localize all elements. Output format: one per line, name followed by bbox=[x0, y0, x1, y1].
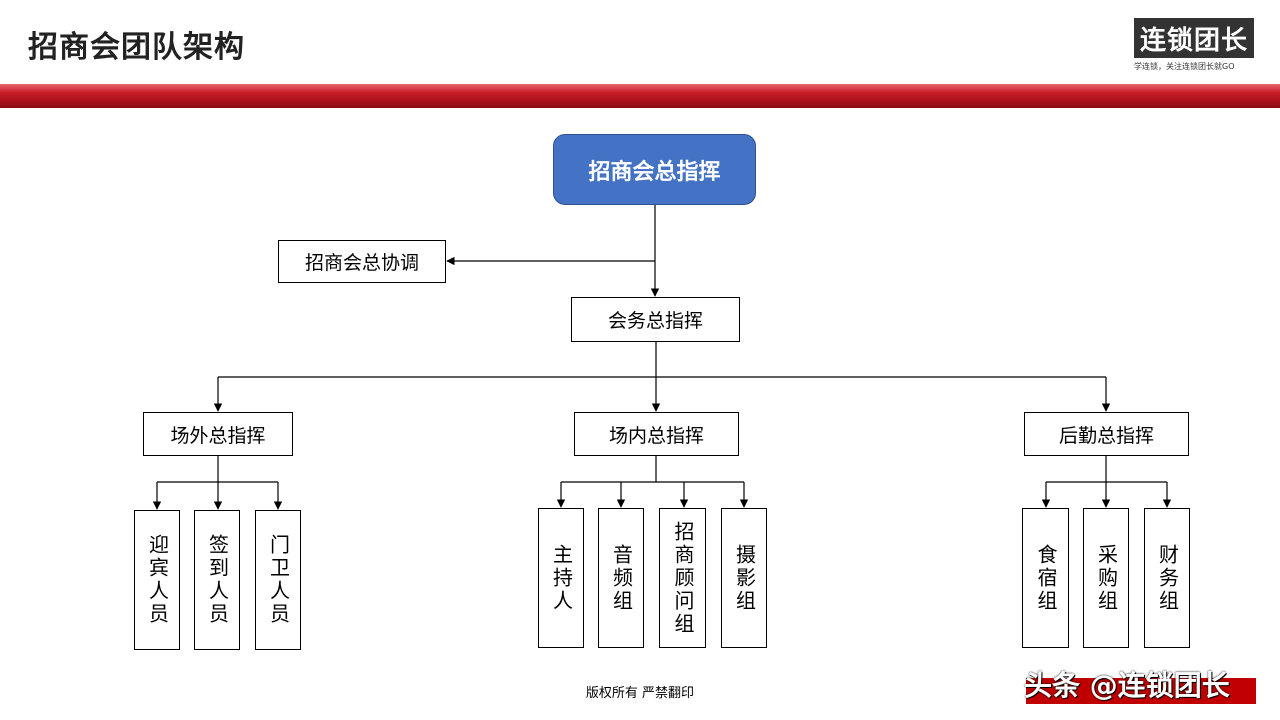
node-investment-advisors: 招商顾问组 bbox=[659, 508, 706, 648]
watermark-bar bbox=[1026, 678, 1256, 704]
node-general-coordinator: 招商会总协调 bbox=[278, 240, 446, 283]
logo-tagline: 学连锁，关注连锁团长就GO bbox=[1134, 62, 1235, 71]
node-signin-staff: 签到人员 bbox=[194, 510, 240, 650]
node-inside-commander: 场内总指挥 bbox=[574, 412, 739, 456]
copyright-footer: 版权所有 严禁翻印 bbox=[585, 686, 695, 701]
node-audio-team: 音频组 bbox=[598, 508, 644, 648]
node-photography-team: 摄影组 bbox=[721, 508, 767, 648]
brand-logo: 连锁团长 bbox=[1134, 18, 1254, 58]
node-root-commander: 招商会总指挥 bbox=[553, 134, 756, 205]
node-finance-team: 财务组 bbox=[1144, 508, 1190, 648]
node-outside-commander: 场外总指挥 bbox=[143, 412, 293, 456]
page-title: 招商会团队架构 bbox=[28, 30, 245, 65]
node-gate-guards: 门卫人员 bbox=[255, 510, 301, 650]
watermark-text: 头条 @连锁团长 bbox=[1024, 669, 1230, 702]
node-greeters: 迎宾人员 bbox=[134, 510, 180, 650]
node-logistics-commander: 后勤总指挥 bbox=[1024, 412, 1189, 456]
node-purchasing-team: 采购组 bbox=[1083, 508, 1129, 648]
node-lodging-team: 食宿组 bbox=[1022, 508, 1069, 648]
header-red-band bbox=[0, 84, 1280, 108]
node-affairs-commander: 会务总指挥 bbox=[571, 297, 740, 342]
node-host: 主持人 bbox=[538, 508, 584, 648]
